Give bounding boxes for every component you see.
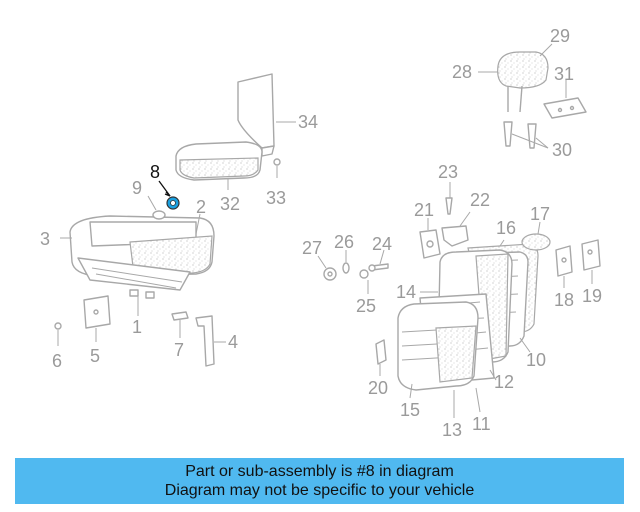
callout-32: 32 (220, 194, 240, 214)
part-8-highlighted[interactable] (158, 180, 180, 210)
nut-25 (359, 269, 369, 294)
callout-18: 18 (554, 290, 574, 310)
knob-17 (521, 221, 551, 251)
callout-29: 29 (550, 26, 570, 46)
screw-6 (54, 322, 62, 346)
callout-34: 34 (298, 112, 318, 132)
bracket-31 (543, 80, 587, 119)
callout-31: 31 (554, 64, 574, 84)
callout-25: 25 (356, 296, 376, 316)
callout-5: 5 (90, 346, 100, 366)
screw-33 (273, 158, 281, 178)
callout-20: 20 (368, 378, 388, 398)
headrest (478, 43, 553, 113)
callout-19: 19 (582, 286, 602, 306)
callout-2: 2 (196, 197, 206, 217)
parts-diagram: 1 2 3 4 5 6 7 8 9 10 11 12 13 14 15 16 1… (40, 26, 602, 440)
bracket-20 (375, 339, 387, 376)
callout-14: 14 (396, 282, 416, 302)
callout-17: 17 (530, 204, 550, 224)
side-cover-5 (83, 295, 111, 342)
hinge-21 (419, 218, 441, 259)
gear-27 (317, 255, 337, 281)
banner-line-2: Diagram may not be specific to your vehi… (164, 482, 475, 499)
callout-16: 16 (496, 218, 516, 238)
callout-24: 24 (372, 234, 392, 254)
armrest-pad-32 (175, 141, 263, 190)
callout-28: 28 (452, 62, 472, 82)
bracket-18 (555, 245, 573, 288)
callout-1: 1 (132, 317, 142, 337)
callout-8[interactable]: 8 (150, 162, 160, 182)
callout-7: 7 (174, 340, 184, 360)
callout-27: 27 (302, 238, 322, 258)
callout-13: 13 (442, 420, 462, 440)
callout-22: 22 (470, 190, 490, 210)
rod-4 (195, 315, 226, 367)
washer-26 (342, 250, 350, 274)
info-banner: Part or sub-assembly is #8 in diagram Di… (15, 458, 624, 504)
washer-9 (147, 195, 166, 220)
callout-15: 15 (400, 400, 420, 420)
cover-19 (581, 239, 601, 284)
callout-9: 9 (132, 178, 142, 198)
callout-12: 12 (494, 372, 514, 392)
seatback-cushion-15 (397, 301, 479, 391)
latch-22 (441, 211, 471, 247)
callout-4: 4 (228, 332, 238, 352)
banner-line-1: Part or sub-assembly is #8 in diagram (185, 463, 454, 480)
pin-23 (445, 182, 453, 215)
callout-6: 6 (52, 351, 62, 371)
callout-11: 11 (472, 414, 491, 434)
callout-21: 21 (414, 200, 434, 220)
callout-30: 30 (552, 140, 572, 160)
callout-10: 10 (526, 350, 546, 370)
callout-23: 23 (438, 162, 458, 182)
bolt-24 (368, 249, 389, 272)
clip-7 (171, 311, 189, 338)
headrest-guides-30 (503, 121, 549, 149)
backrest-panel-34 (237, 73, 296, 157)
callout-26: 26 (334, 232, 354, 252)
callout-33: 33 (266, 188, 286, 208)
seat-frame (77, 257, 191, 299)
callout-3: 3 (40, 229, 50, 249)
